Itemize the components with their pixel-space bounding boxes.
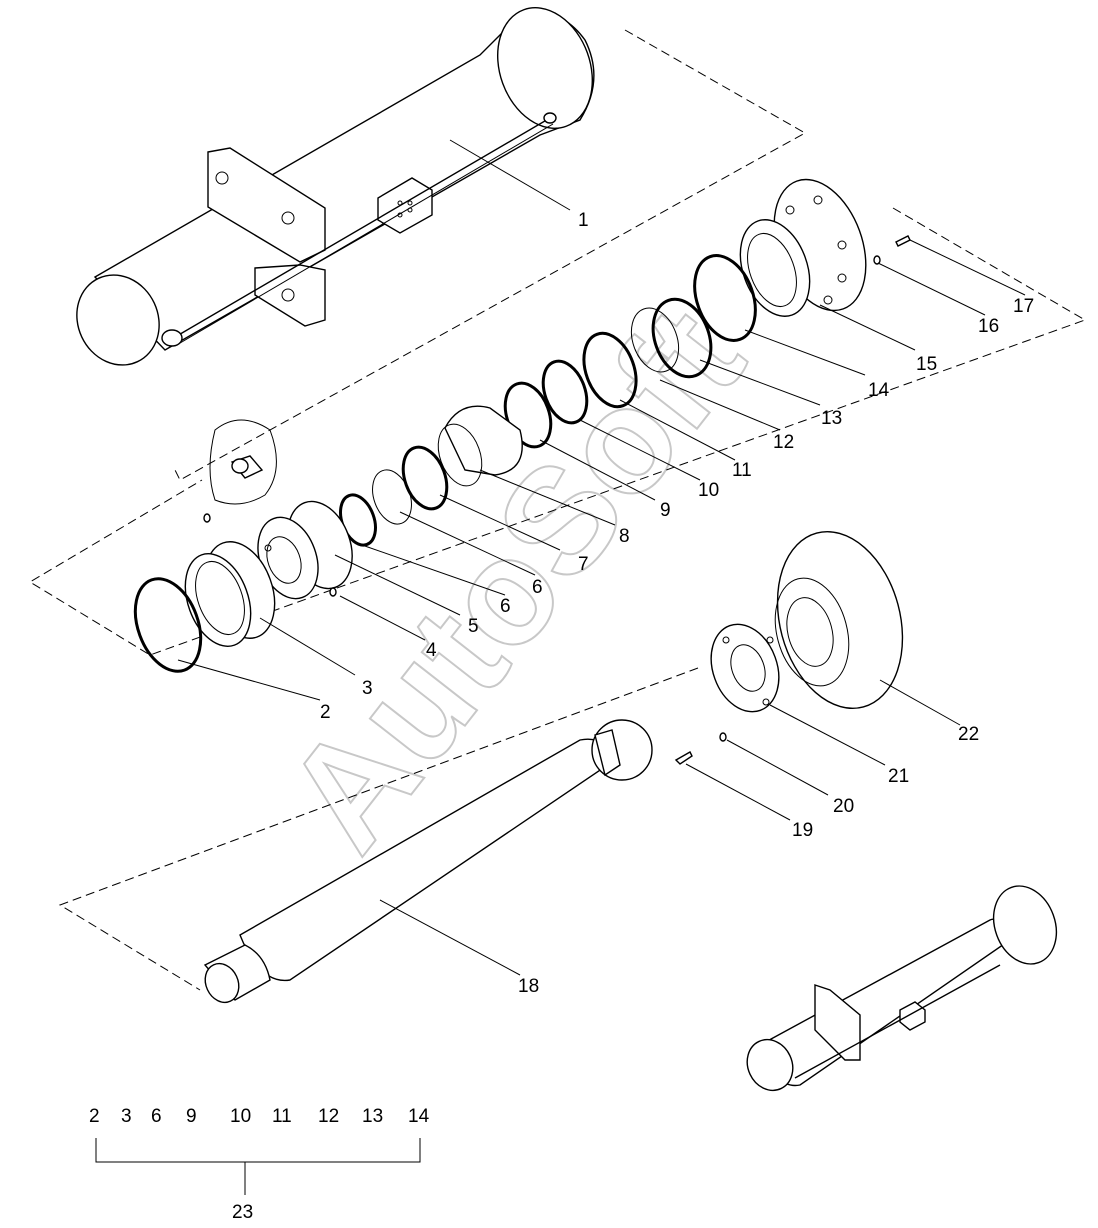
kit-member-11: 11 (272, 1106, 292, 1127)
callout-11: 11 (732, 460, 752, 481)
part-19-20-screw-washer (674, 732, 727, 765)
callout-2: 2 (320, 702, 331, 723)
callout-8: 8 (619, 526, 630, 547)
part-13-ring (651, 297, 713, 379)
part-16-17-bolt-washer (873, 235, 911, 265)
callout-20: 20 (833, 796, 854, 817)
part-8-bushing (444, 405, 523, 476)
callout-9: 9 (660, 500, 671, 521)
part-5-piston (257, 500, 353, 600)
leader-lines (177, 139, 1026, 976)
part-21-flange (710, 623, 780, 713)
kit-label-23: 23 (232, 1202, 253, 1223)
callout-15: 15 (916, 354, 937, 375)
kit-member-12: 12 (318, 1106, 339, 1127)
callout-10: 10 (698, 480, 719, 501)
callout-14: 14 (868, 380, 890, 401)
part-1-cylinder-barrel (76, 7, 595, 366)
part-12-ring (630, 307, 680, 373)
callout-6a: 6 (500, 596, 511, 617)
assembled-view (746, 885, 1058, 1092)
part-7-ring (401, 445, 449, 511)
callout-17: 17 (1013, 296, 1034, 317)
callout-6b: 6 (532, 577, 543, 598)
part-15-end-head (739, 178, 867, 317)
kit-member-9: 9 (186, 1106, 197, 1127)
part-4-screw (203, 513, 337, 597)
part-3-sleeve (184, 541, 276, 647)
callout-19: 19 (792, 820, 813, 841)
part-2-band (133, 577, 203, 673)
assembly-lines (29, 29, 1087, 991)
kit-member-13: 13 (362, 1106, 383, 1127)
callout-22: 22 (958, 724, 979, 745)
callout-labels: 1 2 3 4 5 6 6 7 8 9 10 11 12 13 14 15 16… (320, 210, 1034, 997)
kit-member-14: 14 (408, 1106, 430, 1127)
detail-inset (209, 419, 277, 505)
callout-13: 13 (821, 408, 842, 429)
part-18-piston-rod (203, 719, 653, 1004)
part-6-ring-a (372, 469, 412, 525)
kit-member-2: 2 (89, 1106, 100, 1127)
callout-4: 4 (426, 640, 437, 661)
callout-16: 16 (978, 316, 999, 337)
callout-12: 12 (773, 432, 794, 453)
part-11-ring (582, 331, 638, 409)
kit-member-3: 3 (121, 1106, 132, 1127)
callout-7: 7 (578, 554, 589, 575)
callout-18: 18 (518, 976, 539, 997)
part-10-ring (541, 359, 589, 425)
kit-bracket: 2 3 6 9 10 11 12 13 14 23 (89, 1106, 430, 1223)
part-14-ring (693, 254, 757, 342)
callout-5: 5 (468, 616, 479, 637)
part-22-disc (774, 530, 904, 710)
seal-rings (339, 254, 757, 547)
callout-3: 3 (362, 678, 373, 699)
callout-1: 1 (578, 210, 589, 231)
kit-member-6: 6 (151, 1106, 162, 1127)
kit-member-10: 10 (230, 1106, 251, 1127)
callout-21: 21 (888, 766, 909, 787)
